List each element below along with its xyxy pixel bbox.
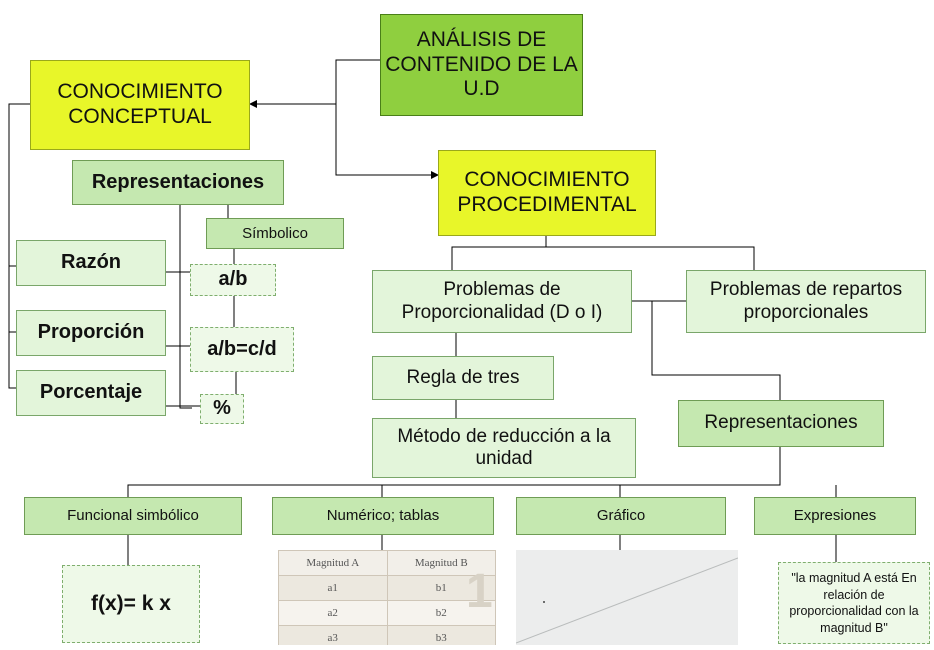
table-row: a2 b2 [278, 600, 496, 626]
simbolico-label: Símbolico [242, 224, 308, 242]
expresiones-label: Expresiones [793, 507, 877, 525]
title-text: ANÁLISIS DE CONTENIDO DE LA U.D [385, 27, 578, 101]
table-cell: b2 [386, 600, 496, 626]
conceptual-representaciones-box: Representaciones [72, 160, 284, 205]
expresion-quote: "la magnitud A está En relación de propo… [789, 571, 919, 635]
porcentaje-box: Porcentaje [16, 370, 166, 416]
expresion-quote-box: "la magnitud A está En relación de propo… [778, 562, 930, 644]
line-rep-down [179, 204, 192, 409]
magnitud-table: Magnitud A Magnitud B a1 b1 a2 b2 a3 b3 [278, 550, 496, 645]
grafico-label: Gráfico [596, 507, 646, 525]
funcional-simbolico-box: Funcional simbólico [24, 497, 242, 535]
line-proc-right [546, 246, 755, 270]
conceptual-box: CONOCIMIENTO CONCEPTUAL [30, 60, 250, 150]
line-conceptual-bracket [8, 103, 30, 389]
funcional-simbolico-label: Funcional simbólico [67, 507, 199, 525]
problemas-repartos-box: Problemas de repartos proporcionales [686, 270, 926, 333]
procedimental-representaciones-box: Representaciones [678, 400, 884, 447]
grafico-box: Gráfico [516, 497, 726, 535]
table-cell: a1 [278, 575, 388, 601]
line-title-split [335, 59, 439, 179]
table-row: a1 b1 [278, 575, 496, 601]
abcd-label: a/b=c/d [207, 337, 277, 360]
ab-label: a/b [218, 268, 248, 291]
table-cell: a2 [278, 600, 388, 626]
regla-de-tres-label: Regla de tres [406, 366, 520, 388]
table-row: a3 b3 [278, 625, 496, 645]
expresiones-box: Expresiones [754, 497, 916, 535]
razon-label: Razón [61, 251, 121, 274]
formula-box: f(x)= k x [62, 565, 200, 643]
ab-box: a/b [190, 264, 276, 296]
problemas-proporcionalidad-label: Problemas de Proporcionalidad (D o I) [401, 279, 603, 323]
formula-label: f(x)= k x [91, 591, 171, 615]
procedimental-label: CONOCIMIENTO PROCEDIMENTAL [457, 168, 637, 216]
metodo-reduccion-box: Método de reducción a la unidad [372, 418, 636, 478]
table-cell: b1 [386, 575, 496, 601]
proporcion-box: Proporción [16, 310, 166, 356]
table-watermark: 1 [466, 565, 493, 618]
line-rep-down-bottom [127, 447, 781, 497]
numerico-tablas-label: Numérico; tablas [326, 507, 440, 525]
table-header-b: Magnitud B [386, 550, 496, 576]
regla-de-tres-box: Regla de tres [372, 356, 554, 400]
metodo-reduccion-label: Método de reducción a la unidad [397, 425, 611, 469]
porcentaje-label: Porcentaje [39, 381, 143, 404]
procedimental-box: CONOCIMIENTO PROCEDIMENTAL [438, 150, 656, 236]
percent-label: % [213, 397, 231, 420]
numerico-tablas-box: Numérico; tablas [272, 497, 494, 535]
table-cell: a3 [278, 625, 388, 645]
proporcion-label: Proporción [37, 321, 145, 344]
table-cell: b3 [386, 625, 496, 645]
grafico-image [515, 550, 739, 645]
title-box: ANÁLISIS DE CONTENIDO DE LA U.D [380, 14, 583, 116]
razon-box: Razón [16, 240, 166, 286]
magnitud-table-image: Magnitud A Magnitud B a1 b1 a2 b2 a3 b3 … [278, 550, 496, 645]
simbolico-box: Símbolico [206, 218, 344, 249]
conceptual-representaciones-label: Representaciones [91, 170, 265, 193]
problemas-proporcionalidad-box: Problemas de Proporcionalidad (D o I) [372, 270, 632, 333]
table-header-a: Magnitud A [278, 550, 388, 576]
conceptual-label: CONOCIMIENTO CONCEPTUAL [57, 80, 223, 128]
procedimental-representaciones-label: Representaciones [704, 412, 858, 434]
abcd-box: a/b=c/d [190, 327, 294, 372]
grafico-line-svg [515, 557, 739, 644]
percent-box: % [200, 394, 244, 424]
problemas-repartos-label: Problemas de repartos proporcionales [709, 279, 903, 323]
line-right-rep [651, 301, 781, 400]
line-proc-down [451, 235, 547, 270]
